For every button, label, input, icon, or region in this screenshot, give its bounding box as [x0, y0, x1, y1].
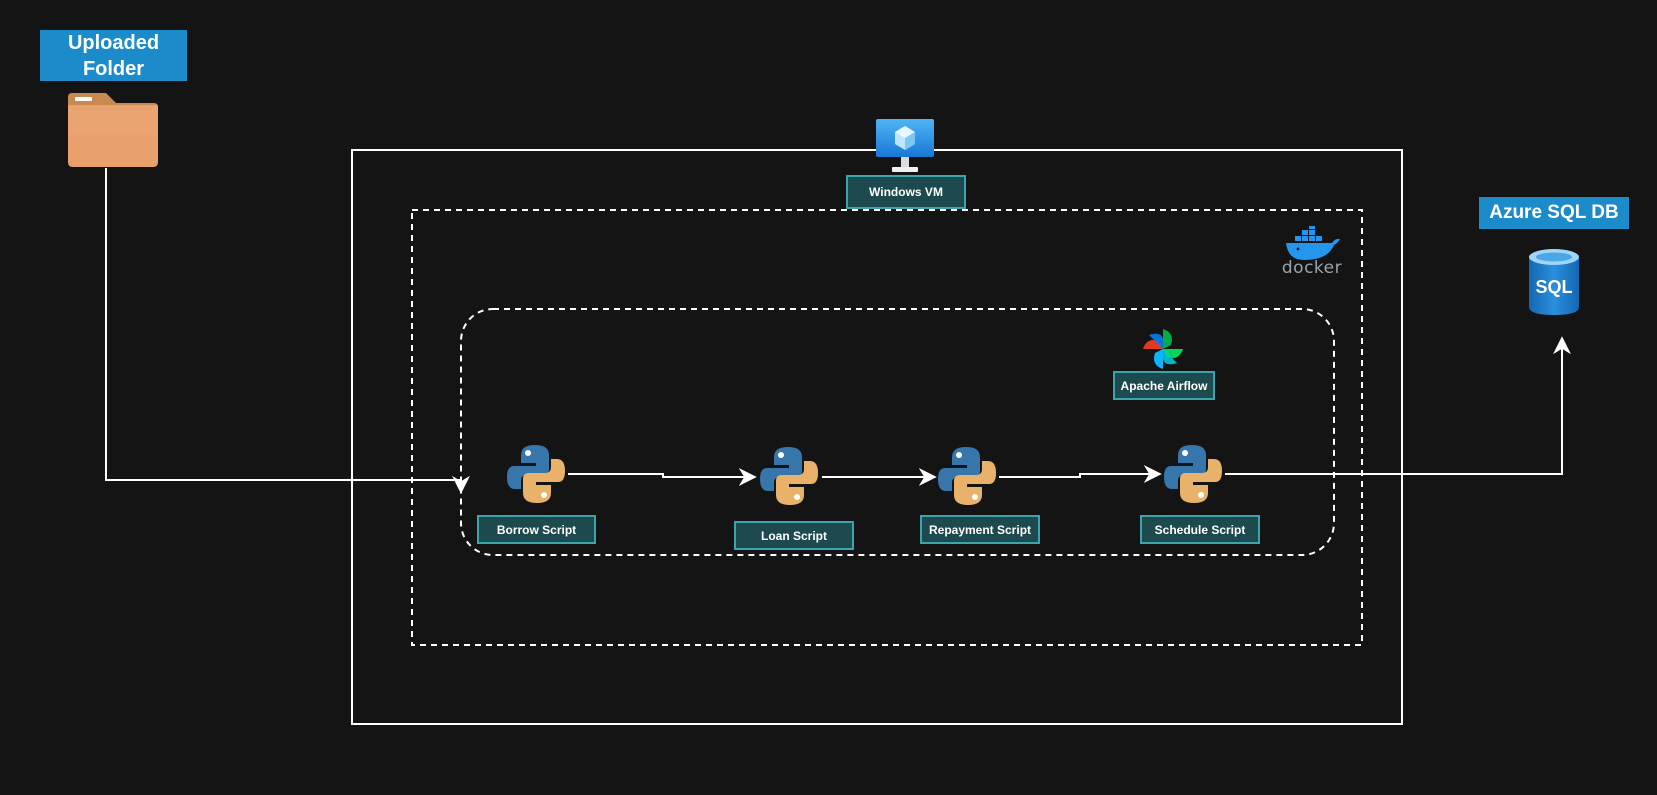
sql-icon-text: SQL [1535, 277, 1572, 297]
borrow-script-label: Borrow Script [477, 515, 596, 544]
schedule-script-label: Schedule Script [1140, 515, 1260, 544]
loan-script-label: Loan Script [734, 521, 854, 550]
python-icon [760, 447, 818, 505]
schedule-to-sql-connector [1225, 336, 1571, 475]
python-icon [938, 447, 996, 505]
docker-wordmark: docker [1281, 258, 1343, 278]
apache-airflow-label: Apache Airflow [1113, 371, 1215, 400]
airflow-boundary [460, 308, 1335, 556]
uploaded-folder-title: Uploaded Folder [40, 30, 187, 81]
docker-whale-icon [1286, 226, 1340, 260]
repayment-to-schedule-connector [999, 465, 1162, 483]
azure-sql-db-title: Azure SQL DB [1479, 197, 1629, 229]
repayment-script-label: Repayment Script [920, 515, 1040, 544]
windows-vm-label: Windows VM [846, 175, 966, 209]
folder-to-borrow-connector [105, 168, 470, 494]
azure-sql-database-icon: SQL [1529, 249, 1579, 315]
python-icon [507, 445, 565, 503]
borrow-to-loan-connector [568, 468, 757, 486]
windows-vm-boundary [351, 149, 1403, 725]
python-icon [1164, 445, 1222, 503]
folder-icon [68, 93, 158, 167]
docker-boundary [411, 209, 1363, 646]
airflow-pinwheel-icon [1143, 329, 1183, 369]
windows-vm-monitor-icon [876, 119, 934, 172]
